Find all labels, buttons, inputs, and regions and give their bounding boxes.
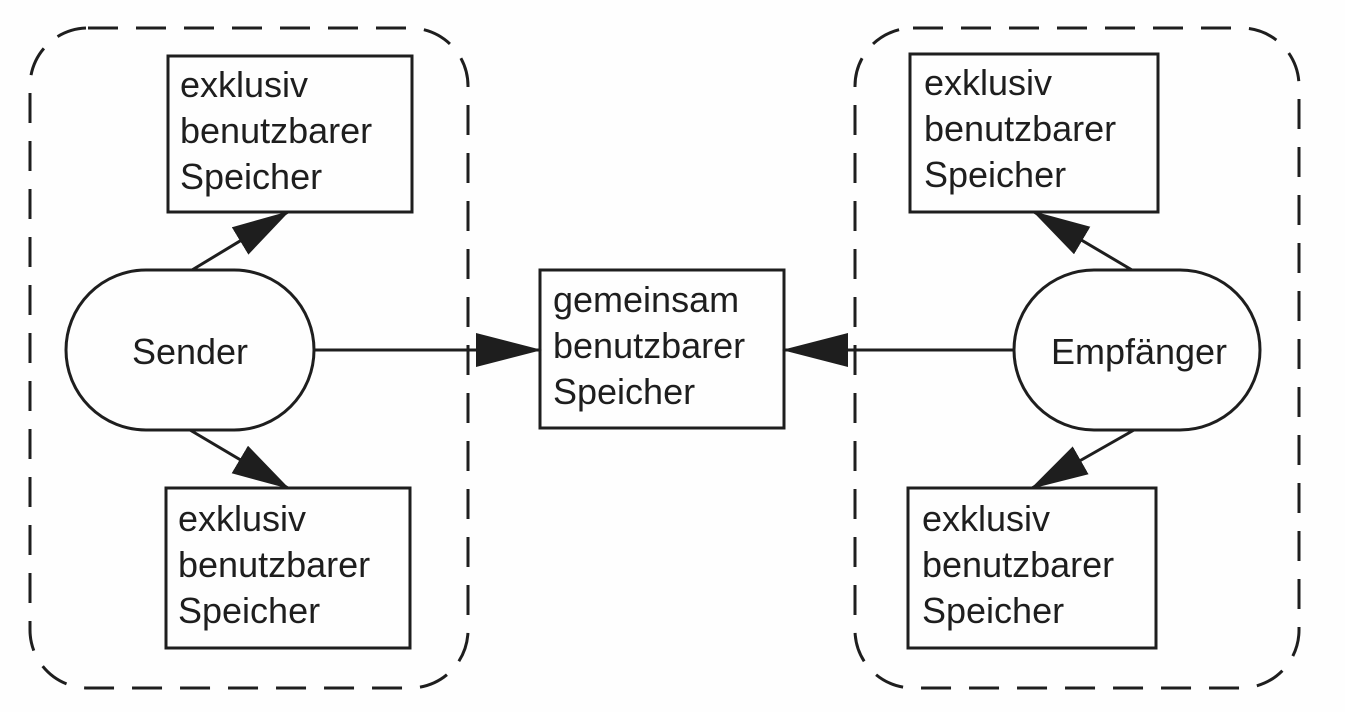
sender-memory-bottom-line-3: Speicher <box>178 590 320 631</box>
sender-boundary <box>28 26 470 690</box>
sender-group: exklusiv benutzbarer Speicher Sender exk… <box>28 26 470 690</box>
arrow-receiver-to-bottom-memory <box>1030 428 1135 490</box>
receiver-memory-bottom: exklusiv benutzbarer Speicher <box>906 486 1158 650</box>
receiver-process-shape <box>1012 268 1262 432</box>
sender-memory-bottom: exklusiv benutzbarer Speicher <box>164 486 412 650</box>
receiver-memory-bottom-line-2: benutzbarer <box>922 544 1114 585</box>
receiver-group: exklusiv benutzbarer Speicher Empfänger … <box>853 26 1301 690</box>
receiver-process: Empfänger <box>1012 268 1262 432</box>
receiver-memory-bottom-line-3: Speicher <box>922 590 1064 631</box>
receiver-boundary <box>853 26 1301 690</box>
sender-memory-top-line-2: benutzbarer <box>180 110 372 151</box>
receiver-memory-top-line-3: Speicher <box>924 154 1066 195</box>
sender-process: Sender <box>64 268 316 432</box>
arrow-sender-to-top-memory <box>191 210 290 272</box>
shared-memory-line-1: gemeinsam <box>553 279 739 320</box>
sender-memory-bottom-line-1: exklusiv <box>178 498 306 539</box>
receiver-label: Empfänger <box>1051 331 1227 372</box>
sender-memory-top-line-3: Speicher <box>180 156 322 197</box>
arrow-sender-to-bottom-memory <box>189 428 290 490</box>
arrow-receiver-to-top-memory <box>1032 210 1133 272</box>
shared-memory-line-2: benutzbarer <box>553 325 745 366</box>
sender-memory-top-line-1: exklusiv <box>180 64 308 105</box>
receiver-memory-top-line-2: benutzbarer <box>924 108 1116 149</box>
receiver-memory-bottom-line-1: exklusiv <box>922 498 1050 539</box>
shared-memory: gemeinsam benutzbarer Speicher <box>538 268 786 430</box>
sender-memory-bottom-line-2: benutzbarer <box>178 544 370 585</box>
sender-memory-top-box <box>166 54 414 214</box>
shared-memory-line-3: Speicher <box>553 371 695 412</box>
receiver-memory-top: exklusiv benutzbarer Speicher <box>908 52 1160 214</box>
sender-label: Sender <box>132 331 248 372</box>
sender-memory-top: exklusiv benutzbarer Speicher <box>166 54 414 214</box>
receiver-memory-top-line-1: exklusiv <box>924 62 1052 103</box>
